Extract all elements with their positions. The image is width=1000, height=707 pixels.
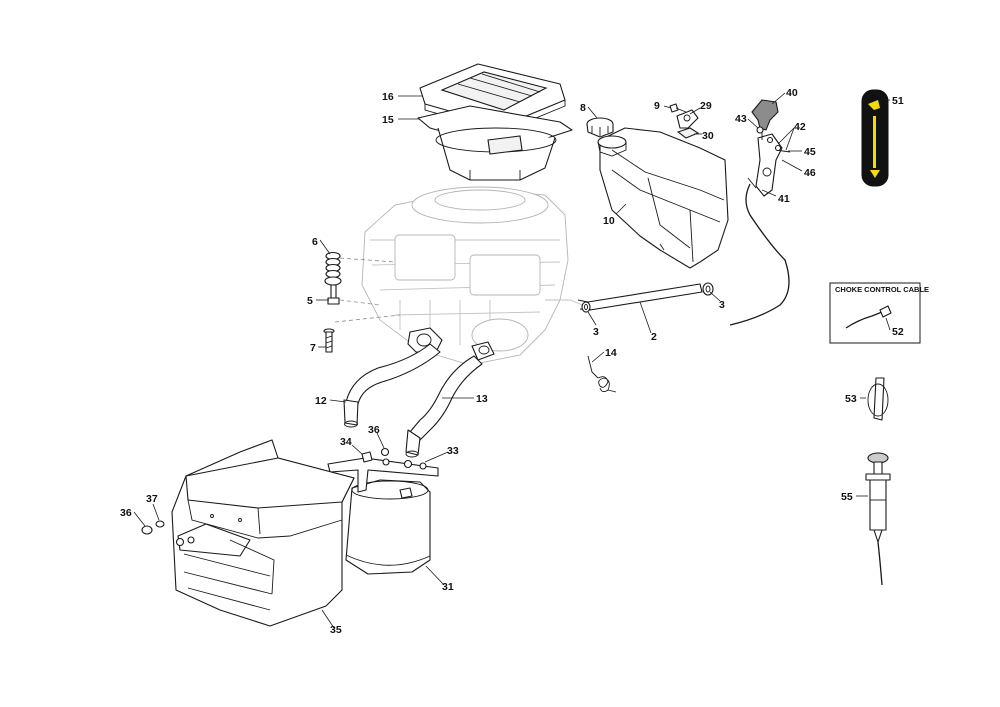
fuel-hose-2 [577, 283, 703, 311]
fuel-cap-8 [586, 117, 614, 138]
callout-3-left: 3 [593, 326, 599, 338]
callout-6: 6 [312, 236, 318, 248]
callout-12: 12 [315, 395, 327, 407]
callout-29: 29 [700, 100, 712, 112]
screw-36 [380, 447, 390, 457]
nut-34 [361, 451, 373, 463]
callout-36-top: 36 [368, 424, 380, 436]
callout-42: 42 [794, 121, 806, 133]
callout-5: 5 [307, 295, 313, 307]
callout-9: 9 [654, 100, 660, 112]
callout-36-left: 36 [120, 507, 132, 519]
callout-labels: 16 15 8 9 29 30 10 40 43 42 45 46 41 51 … [120, 87, 904, 636]
callout-16: 16 [382, 91, 394, 103]
callout-52: 52 [892, 326, 904, 338]
callout-37: 37 [146, 493, 158, 505]
callout-33: 33 [447, 445, 459, 457]
choke-cable-inset-box: CHOKE CONTROL CABLE [829, 282, 929, 344]
fuel-tank-10 [597, 127, 729, 269]
callout-35: 35 [330, 624, 342, 636]
pad-30 [676, 127, 700, 139]
choke-knob-40 [751, 99, 779, 131]
callout-43: 43 [735, 113, 747, 125]
cable-tie-53 [867, 377, 889, 421]
muffler-31 [345, 479, 431, 575]
exhaust-pipe-12 [343, 343, 441, 428]
callout-7: 7 [310, 342, 316, 354]
muffler-bracket [327, 457, 439, 499]
callout-2: 2 [651, 331, 657, 343]
callout-13: 13 [476, 393, 488, 405]
spring-14 [587, 355, 617, 393]
bolt-5 [327, 284, 340, 305]
callout-45: 45 [804, 146, 816, 158]
washer-stack-6 [324, 251, 342, 286]
callout-53: 53 [845, 393, 857, 405]
callout-10: 10 [603, 215, 615, 227]
leader-lines [133, 92, 891, 629]
callout-40: 40 [786, 87, 798, 99]
choke-lever-assembly-41 [747, 130, 791, 197]
callout-14: 14 [605, 347, 617, 359]
hose-clamp-3-right [702, 282, 714, 296]
hose-clamp-3-left [581, 301, 591, 313]
screw-36-left [141, 525, 153, 535]
engine-outline [361, 186, 586, 366]
inset-box-title: CHOKE CONTROL CABLE [835, 285, 929, 294]
callout-55: 55 [841, 491, 853, 503]
tank-bracket-29 [676, 109, 699, 129]
callout-3-right: 3 [719, 299, 725, 311]
callout-41: 41 [778, 193, 790, 205]
primer-pump-55 [865, 452, 891, 586]
heat-shield-35 [171, 439, 355, 627]
washer-37 [155, 520, 165, 528]
callout-31: 31 [442, 581, 454, 593]
choke-cable-41 [729, 183, 790, 326]
screw-43 [756, 126, 764, 134]
bolt-7 [323, 328, 335, 353]
callout-46: 46 [804, 167, 816, 179]
screw-9 [669, 103, 687, 113]
callout-34: 34 [340, 436, 352, 448]
callout-15: 15 [382, 114, 394, 126]
callout-51: 51 [892, 95, 904, 107]
callout-30: 30 [702, 130, 714, 142]
decal-51 [861, 89, 889, 187]
callout-8: 8 [580, 102, 586, 114]
filter-base-15 [417, 105, 573, 181]
